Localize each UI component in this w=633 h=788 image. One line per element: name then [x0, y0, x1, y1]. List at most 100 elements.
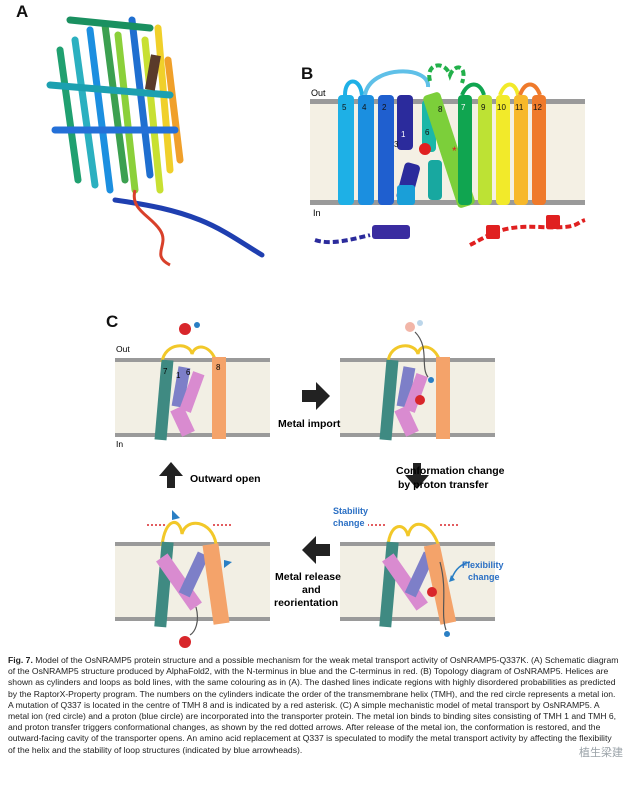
helix-number-5: 5 — [342, 103, 347, 112]
tmh-12 — [532, 95, 546, 205]
tmh1b-top-right — [394, 405, 419, 437]
label-flexibility-change-1: Flexibility — [462, 560, 504, 570]
loop-bottom-left — [160, 521, 218, 547]
tmh6-bottom-left — [178, 551, 209, 598]
label-stability-change-2: change — [333, 518, 365, 528]
arrow-conformation-change — [405, 463, 429, 489]
helix-number-2: 2 — [382, 103, 387, 112]
mech-helix-7-label: 7 — [163, 367, 168, 376]
metal-ion-top-left — [179, 323, 191, 335]
membrane-line-out-bl — [115, 542, 270, 546]
label-stability-change-1: Stability — [333, 506, 368, 516]
tmh1-bottom-left — [156, 553, 202, 611]
label-conformation-change-1: Conformation change — [396, 465, 505, 477]
release-arrow — [189, 606, 199, 636]
tmh7-top-left — [154, 359, 174, 441]
flexibility-arrow — [451, 561, 471, 579]
protein-helices — [46, 16, 184, 194]
panel-label-b: B — [301, 64, 314, 83]
tmh1-top-left — [179, 371, 205, 413]
mech-helix-8-label: 8 — [216, 363, 221, 372]
tmh1-top-right — [403, 373, 428, 413]
membrane-line-out-br — [340, 542, 495, 546]
helix-cylinders — [338, 92, 546, 208]
mech-helix-1-label: 1 — [176, 371, 181, 380]
c-term-helix-1 — [486, 225, 500, 239]
helix-number-12: 12 — [533, 103, 542, 112]
tmh7-top-right — [379, 359, 399, 441]
proton-top-right-faded — [417, 320, 423, 326]
helix-number-1: 1 — [401, 130, 406, 139]
mech-in-label: In — [116, 439, 123, 449]
tmh-3 — [397, 185, 415, 205]
panel-label-a: A — [16, 2, 29, 21]
tmh-9 — [478, 95, 492, 205]
state-top-left: Out In 7 1 6 8 — [115, 322, 270, 449]
tmh-2 — [378, 95, 394, 205]
loop-top-left — [160, 344, 218, 363]
helix-number-4: 4 — [362, 103, 367, 112]
topology-in-label: In — [313, 208, 321, 218]
loop-bottom-right — [386, 522, 440, 547]
tmh8-top-right — [436, 357, 450, 439]
import-arrow-path — [414, 331, 429, 378]
membrane-line-out-tl — [115, 358, 270, 362]
c-term-helix-2 — [546, 215, 560, 229]
loop-7-9 — [460, 82, 486, 96]
tmh8-bottom-right — [423, 543, 457, 625]
loop-12-top — [518, 82, 542, 96]
dark-helix-accent — [144, 54, 161, 91]
tmh-11 — [514, 95, 528, 205]
mech-out-label: Out — [116, 344, 130, 354]
proton-top-right — [428, 377, 434, 383]
topology-out-label: Out — [311, 88, 326, 98]
tmh6-top-left — [171, 366, 191, 408]
metal-ion-bottom-right — [427, 587, 437, 597]
loop-4-5 — [343, 79, 364, 96]
helix-number-3: 3 — [394, 140, 399, 149]
state-bottom-right — [340, 522, 495, 637]
tmh8-top-left — [212, 357, 226, 439]
tmh1b-top-left — [170, 405, 195, 437]
label-metal-release-2: and — [302, 584, 321, 596]
blue-arrowhead-side — [224, 560, 232, 568]
proton-exit-arrow — [439, 561, 447, 631]
helix-number-6: 6 — [425, 128, 430, 137]
tmh-5 — [338, 95, 354, 205]
arrow-metal-import — [302, 382, 330, 410]
figure-number: Fig. 7. — [8, 655, 33, 665]
label-conformation-change-2: by proton transfer — [398, 479, 488, 491]
mutation-asterisk: * — [452, 144, 457, 158]
tmh8-bottom-left — [202, 543, 230, 625]
label-outward-open: Outward open — [190, 473, 261, 485]
mech-helix-6-label: 6 — [186, 368, 191, 377]
membrane-line-out-tr — [340, 358, 495, 362]
label-flexibility-change-2: change — [468, 572, 500, 582]
tmh1-bottom-right — [382, 553, 428, 611]
tmh6-bottom-right — [404, 551, 435, 598]
watermark-text: 植生梁建 — [579, 747, 623, 759]
membrane-line-in-br — [340, 617, 495, 621]
state-bottom-left — [115, 510, 270, 648]
n-term-helix — [372, 225, 410, 239]
c-terminus-coil — [132, 189, 171, 267]
outer-membrane-line — [310, 99, 585, 104]
membrane-line-in-tl — [115, 433, 270, 437]
blue-arrowhead-top — [172, 510, 180, 520]
arrow-outward-open — [159, 462, 183, 488]
proton-top-left — [194, 322, 200, 328]
label-metal-release-3: reorientation — [274, 597, 338, 609]
inner-membrane-line — [310, 200, 585, 205]
arrow-metal-release — [302, 536, 330, 564]
helix-number-8: 8 — [438, 105, 443, 114]
helix-number-10: 10 — [497, 103, 506, 112]
loop-10-11 — [498, 82, 520, 96]
tmh-4 — [358, 95, 374, 205]
figure-caption: Fig. 7. Model of the OsNRAMP5 protein st… — [8, 655, 620, 756]
flex-arrowhead — [449, 575, 455, 582]
metal-ion-top-right — [415, 395, 425, 405]
helix-number-11: 11 — [515, 103, 524, 112]
state-top-right — [340, 320, 495, 441]
membrane-line-in-bl — [115, 617, 270, 621]
helix-number-9: 9 — [481, 103, 486, 112]
